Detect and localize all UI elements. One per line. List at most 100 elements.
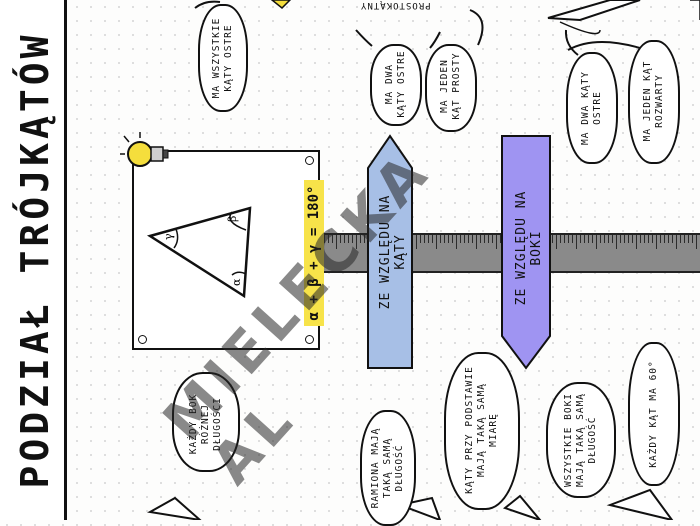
ruler-tick <box>648 235 649 243</box>
ruler-tick <box>656 235 657 249</box>
ruler-tick <box>344 235 345 243</box>
ruler-tick <box>684 235 685 243</box>
ruler-tick <box>472 235 473 243</box>
triangle-drawing: γ β α <box>146 206 252 299</box>
ruler-tick <box>428 235 429 243</box>
ruler-tick <box>488 235 489 243</box>
ruler-tick <box>356 235 357 249</box>
ruler-tick <box>364 235 365 243</box>
bubble-equilateral-sides <box>546 382 616 498</box>
ruler-tick <box>592 235 593 243</box>
bubble-two-acute-a <box>370 44 422 126</box>
ruler-tick <box>672 235 673 243</box>
bubble-isosceles-arms <box>360 410 416 526</box>
bubble-isosceles-base-text: KĄTY PRZY PODSTAWIE MAJĄ TAKĄ SAMĄ MIARĘ <box>464 366 499 494</box>
arrow-by-angles <box>367 134 413 369</box>
ruler-tick <box>568 235 569 243</box>
gamma-label: γ <box>162 233 175 240</box>
ruler-tick <box>640 235 641 243</box>
ruler-tick <box>580 235 581 243</box>
right-triangle-label: PROSTOKĄTNY <box>360 0 431 10</box>
ruler-tick <box>664 235 665 243</box>
ruler-tick <box>644 235 645 243</box>
ruler-tick <box>688 235 689 243</box>
bubble-two-acute-b <box>566 52 618 164</box>
ruler-tick <box>696 235 697 249</box>
ruler-tick <box>424 235 425 243</box>
ruler-tick <box>432 235 433 243</box>
ruler-tick <box>456 235 457 249</box>
lightbulb-icon <box>120 132 169 167</box>
arrow-by-sides <box>501 135 551 370</box>
alpha-label: α <box>230 278 243 286</box>
bubble-one-obtuse-text: MA JEDEN KĄT ROZWARTY <box>642 60 665 142</box>
ruler-tick <box>464 235 465 243</box>
arrow-by-sides-label: ZE WZGLĘDU NA BOKI <box>514 190 544 306</box>
screw-icon <box>138 335 147 344</box>
ruler-tick <box>440 235 441 243</box>
bubble-isosceles-base <box>444 352 520 510</box>
ruler-tick <box>496 235 497 249</box>
triangle-shape <box>146 206 252 299</box>
ruler-tick <box>576 235 577 249</box>
bubble-one-right <box>425 44 477 132</box>
ruler-tick <box>572 235 573 243</box>
bubble-equilateral-angle <box>628 342 680 486</box>
angle-sum-formula: α + β + γ = 180° <box>304 179 324 327</box>
ruler-tick <box>436 235 437 249</box>
triangle-sketch-top-right <box>547 0 641 22</box>
ruler-tick <box>336 235 337 249</box>
ruler-tick <box>460 235 461 243</box>
ruler-tick <box>352 235 353 243</box>
ruler-tick <box>420 235 421 243</box>
ruler-tick <box>484 235 485 243</box>
ruler-tick <box>652 235 653 243</box>
ruler-tick <box>660 235 661 243</box>
ruler-tick <box>468 235 469 243</box>
ruler-tick <box>604 235 605 243</box>
title-band <box>0 0 67 520</box>
ruler-tick <box>328 235 329 243</box>
ruler-tick <box>596 235 597 249</box>
ruler-tick <box>360 235 361 243</box>
ruler-tick <box>692 235 693 243</box>
bubble-all-acute-text: MA WSZYSTKIE KĄTY OSTRE <box>211 17 234 99</box>
screw-icon <box>305 156 314 165</box>
ruler-tick <box>616 235 617 249</box>
ruler-tick <box>340 235 341 243</box>
ruler-tick <box>636 235 637 249</box>
beta-label: β <box>226 216 239 222</box>
ruler-tick <box>452 235 453 243</box>
ruler-tick <box>324 235 325 243</box>
ruler-tick <box>416 235 417 249</box>
ruler-tick <box>448 235 449 243</box>
ruler-tick <box>444 235 445 243</box>
ruler-tick <box>680 235 681 243</box>
ruler-tick <box>476 235 477 249</box>
ruler-tick <box>608 235 609 243</box>
ruler-tick <box>628 235 629 243</box>
bubble-scalene-text: KAŻDY BOK RÓŻNEJ DŁUGOŚCI <box>188 393 223 455</box>
ruler-tick <box>668 235 669 243</box>
bubble-all-acute <box>198 4 248 112</box>
ruler-tick <box>560 235 561 243</box>
ruler-tick <box>564 235 565 243</box>
bubble-equilateral-sides-text: WSZYSTKIE BOKI MAJĄ TAKĄ SAMĄ DŁUGOŚĆ <box>563 392 598 488</box>
ruler-tick <box>480 235 481 243</box>
ruler-tick <box>584 235 585 243</box>
ruler-tick <box>556 235 557 249</box>
bubble-one-right-text: MA JEDEN KĄT PROSTY <box>439 52 462 120</box>
triangle-frame <box>132 150 320 350</box>
ruler-tick <box>500 235 501 243</box>
bubble-scalene <box>172 372 240 472</box>
ruler-tick <box>552 235 553 243</box>
ruler-tick <box>676 235 677 249</box>
ruler-tick <box>632 235 633 243</box>
bubble-two-acute-a-text: MA DWA KĄTY OSTRE <box>384 50 407 118</box>
ruler-tick <box>348 235 349 243</box>
triangle-sketch-top <box>270 0 292 10</box>
formula-box: α + β + γ = 180° <box>297 163 331 343</box>
ruler-tick <box>612 235 613 243</box>
ruler-tick <box>588 235 589 243</box>
